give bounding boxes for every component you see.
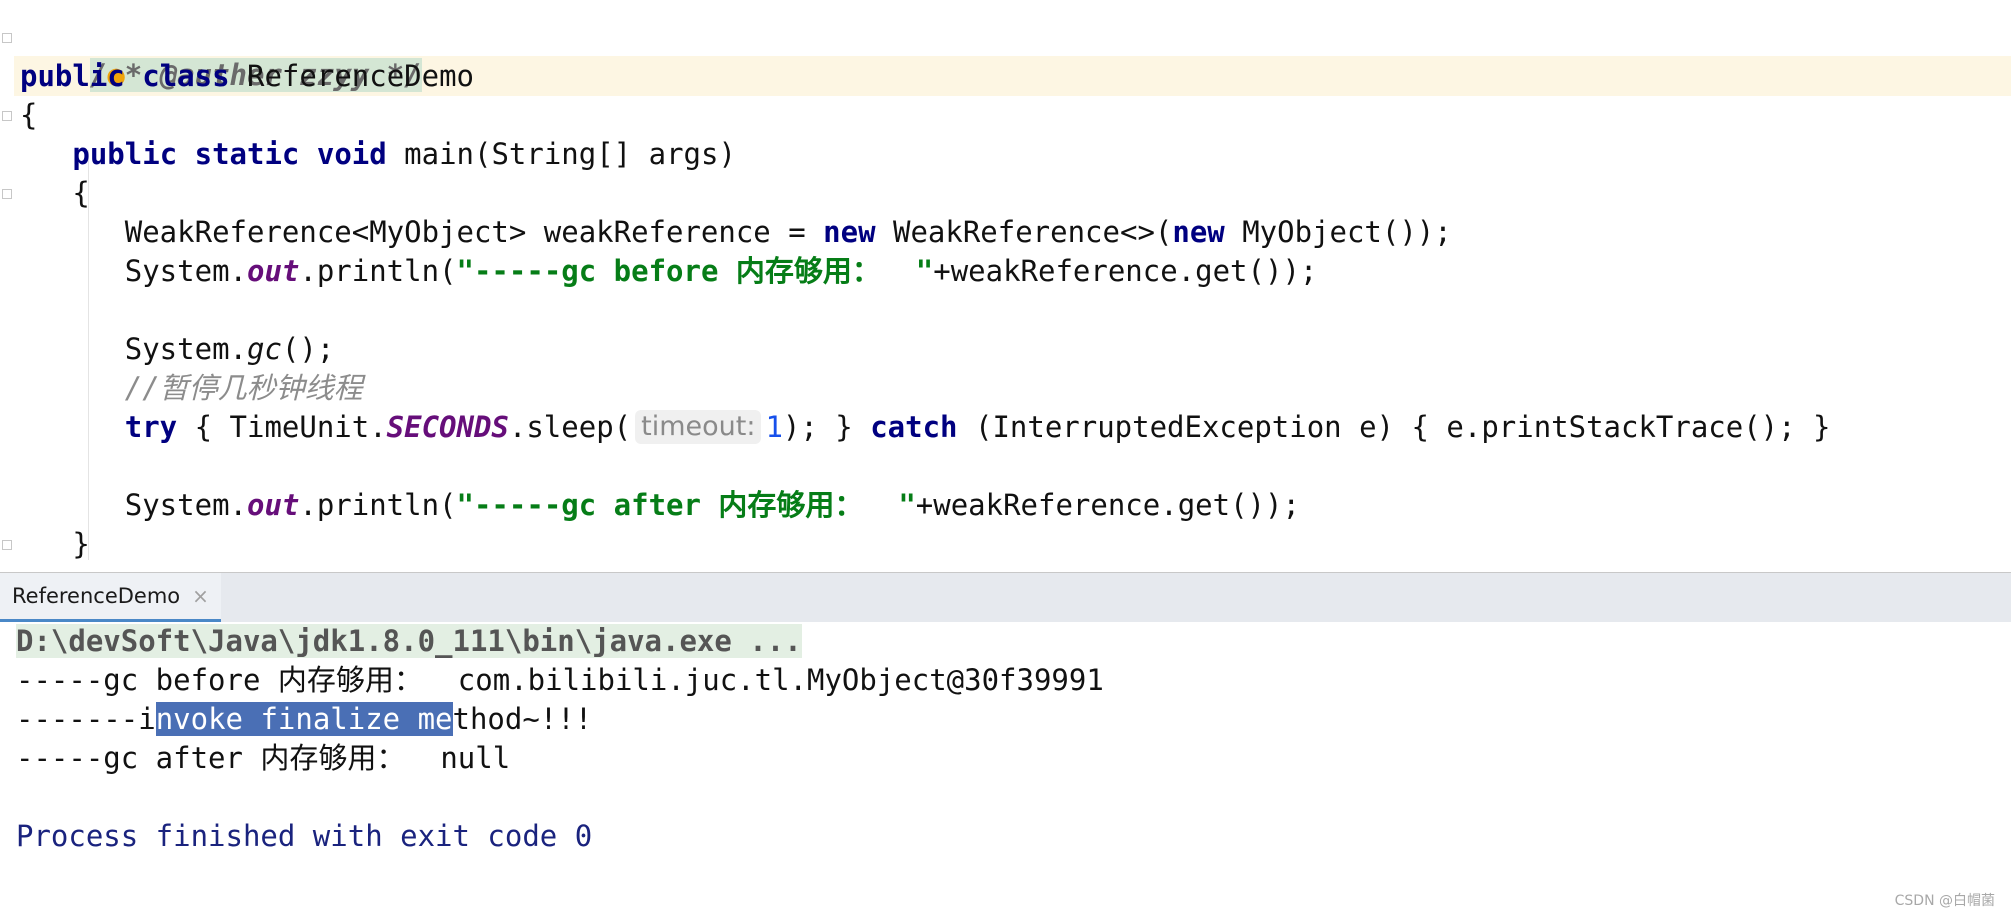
run-console[interactable]: D:\devSoft\Java\jdk1.8.0_111\bin\java.ex…	[0, 622, 2011, 918]
code-token: (InterruptedException e) { e.printStackT…	[957, 410, 1831, 444]
method-gc: gc	[246, 332, 282, 366]
console-command-line: D:\devSoft\Java\jdk1.8.0_111\bin\java.ex…	[16, 622, 802, 660]
console-process-finished: Process finished with exit code 0	[16, 819, 593, 853]
fold-marker-icon[interactable]	[2, 540, 12, 550]
string-literal: "-----gc before 内存够用： "	[456, 254, 934, 288]
code-token: +weakReference.get());	[933, 254, 1318, 288]
fold-marker-icon[interactable]	[2, 189, 12, 199]
code-token: System.	[124, 488, 247, 522]
string-literal: "-----gc after 内存够用： "	[456, 488, 916, 522]
keyword-static: static	[194, 137, 300, 171]
code-token: .println(	[299, 488, 457, 522]
code-line-annotation[interactable]: /●* @auther zzyy */	[20, 18, 422, 92]
code-line-main[interactable]: public static void main(String[] args)	[20, 135, 736, 173]
code-token: .println(	[299, 254, 457, 288]
console-command[interactable]: D:\devSoft\Java\jdk1.8.0_111\bin\java.ex…	[16, 624, 802, 658]
brace-open: {	[20, 98, 38, 132]
brace-close: }	[72, 527, 90, 561]
annotation-open: /	[89, 58, 108, 92]
keyword-new: new	[823, 215, 876, 249]
code-token: WeakReference<>(	[875, 215, 1173, 249]
code-token: +weakReference.get());	[915, 488, 1300, 522]
run-tab-bar: ReferenceDemo ×	[0, 572, 2011, 623]
code-token: ();	[281, 332, 335, 366]
code-token: System.	[124, 254, 247, 288]
code-token: { TimeUnit.	[177, 410, 387, 444]
watermark: CSDN @白帽菌	[1894, 893, 1995, 909]
number-literal: 1	[765, 410, 783, 444]
code-line-print-after[interactable]: System.out.println("-----gc after 内存够用： …	[20, 486, 1300, 524]
parameter-hint: timeout:	[635, 410, 762, 444]
static-field-out: out	[246, 254, 300, 288]
run-tab-label: ReferenceDemo	[12, 584, 181, 608]
console-text: thod~!!!	[452, 702, 593, 736]
fold-marker-icon[interactable]	[2, 33, 12, 43]
console-text: -------i	[16, 702, 156, 736]
main-signature: main(String[] args)	[404, 137, 736, 171]
keyword-void: void	[316, 137, 387, 171]
keyword-class: class	[142, 59, 230, 93]
console-line: -----gc after 内存够用： null	[16, 741, 511, 775]
brace-open: {	[72, 176, 90, 210]
static-field-seconds: SECONDS	[386, 410, 509, 444]
editor-gutter	[0, 0, 14, 572]
code-token: ); }	[782, 410, 871, 444]
console-selection[interactable]: nvoke finalize me	[155, 702, 453, 736]
annotation-text: * @auther zzyy */	[124, 58, 422, 92]
code-token: .sleep(	[508, 410, 632, 444]
code-line-try[interactable]: try { TimeUnit.SECONDS.sleep(timeout:1);…	[20, 408, 1831, 446]
code-comment: //暂停几秒钟线程	[124, 371, 363, 405]
class-name: ReferenceDemo	[247, 59, 474, 93]
code-token: System.	[124, 332, 247, 366]
code-line-weakref[interactable]: WeakReference<MyObject> weakReference = …	[20, 213, 1452, 251]
close-icon[interactable]: ×	[192, 584, 209, 608]
code-line-gc[interactable]: System.gc();	[20, 330, 335, 368]
keyword-public: public	[72, 137, 178, 171]
code-line-class[interactable]: public class ReferenceDemo	[20, 57, 474, 95]
static-field-out: out	[246, 488, 300, 522]
keyword-try: try	[124, 410, 178, 444]
fold-marker-icon[interactable]	[2, 111, 12, 121]
code-line-comment[interactable]: //暂停几秒钟线程	[20, 369, 363, 407]
keyword-public: public	[20, 59, 125, 93]
code-line-main-close[interactable]: }	[20, 525, 90, 563]
indent-guide	[88, 150, 89, 560]
keyword-catch: catch	[870, 410, 958, 444]
code-token: MyObject());	[1224, 215, 1452, 249]
code-token: WeakReference<MyObject> weakReference =	[124, 215, 824, 249]
code-line-brace[interactable]: {	[20, 96, 37, 134]
code-line-main-brace[interactable]: {	[20, 174, 90, 212]
keyword-new: new	[1172, 215, 1225, 249]
code-line-print-before[interactable]: System.out.println("-----gc before 内存够用：…	[20, 252, 1318, 290]
console-line: -------invoke finalize method~!!!	[16, 700, 592, 738]
code-editor[interactable]: /●* @auther zzyy */ public class Referen…	[0, 0, 2011, 572]
lightbulb-icon[interactable]: ●	[107, 58, 125, 92]
run-tab-referencedemo[interactable]: ReferenceDemo ×	[0, 573, 221, 623]
console-line: -----gc before 内存够用： com.bilibili.juc.tl…	[16, 663, 1104, 697]
